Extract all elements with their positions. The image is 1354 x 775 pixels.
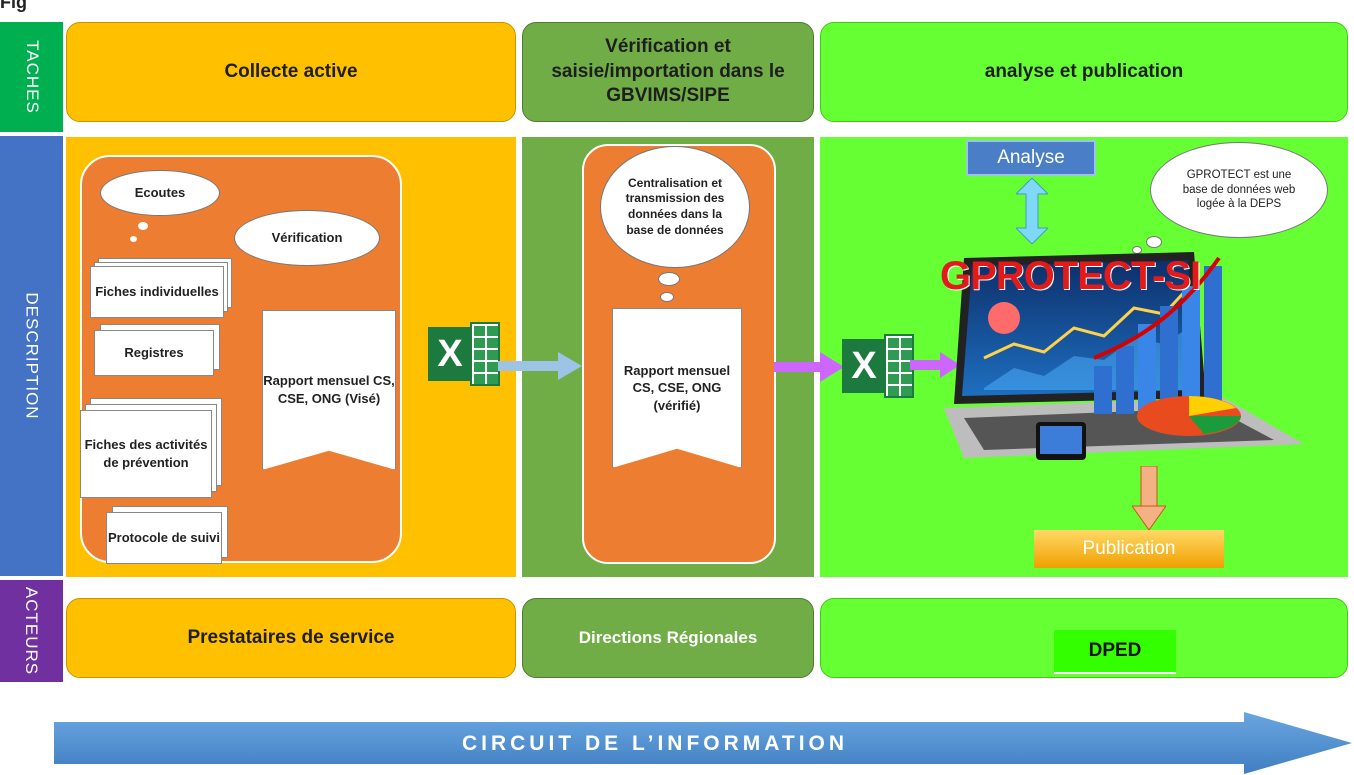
gprotect-si-brand: GPROTECT-SI	[940, 254, 1201, 298]
description-side-tab: DESCRIPTION	[0, 136, 63, 576]
excel-icon: X	[428, 322, 500, 386]
task-collect: Collecte active	[66, 22, 516, 122]
task-analysis: analyse et publication	[820, 22, 1348, 122]
verification-cloud: Vérification	[234, 210, 380, 266]
thought-dot	[138, 222, 148, 230]
actor-regional: Directions Régionales	[522, 598, 814, 678]
ecoutes-cloud: Ecoutes	[100, 170, 220, 216]
excel-grid-tile	[470, 322, 500, 386]
actors-side-tab: ACTEURS	[0, 580, 63, 682]
actor-providers: Prestataires de service	[66, 598, 516, 678]
excel-x-tile: X	[428, 327, 472, 381]
purple-arrow-icon	[774, 352, 844, 382]
down-arrow-icon	[1132, 466, 1166, 530]
thought-dot	[660, 292, 674, 302]
description-side-label: DESCRIPTION	[22, 292, 42, 420]
purple-arrow-icon	[910, 352, 960, 378]
task-verify: Vérification et saisie/importation dans …	[522, 22, 814, 122]
fiches-prevention-doc: Fiches des activités de prévention	[80, 410, 212, 498]
circuit-arrow-icon	[54, 712, 1352, 774]
tasks-side-label: TACHES	[22, 40, 42, 114]
circuit-label: CIRCUIT DE L’INFORMATION	[461, 732, 849, 755]
thought-dot	[658, 272, 680, 286]
analyse-box: Analyse	[966, 140, 1096, 176]
excel-x-tile: X	[842, 339, 886, 393]
double-arrow-icon	[1016, 178, 1048, 244]
protocole-doc: Protocole de suivi	[106, 512, 222, 564]
laptop-dashboard-icon	[944, 252, 1304, 460]
publication-box: Publication	[1034, 530, 1224, 568]
tasks-side-tab: TACHES	[0, 22, 63, 132]
rapport-vise-doc: Rapport mensuel CS, CSE, ONG (Visé)	[262, 310, 396, 470]
thought-dot	[1146, 236, 1162, 248]
actor-dped: DPED	[1054, 630, 1176, 674]
gprotect-info-cloud: GPROTECT est une base de données web log…	[1150, 142, 1328, 238]
excel-icon: X	[842, 334, 914, 398]
rapport-verifie-doc: Rapport mensuel CS, CSE, ONG (vérifié)	[612, 308, 742, 468]
actors-side-label: ACTEURS	[22, 586, 42, 676]
registres-doc: Registres	[94, 330, 214, 376]
figure-caption-fragment: Fig	[0, 0, 27, 12]
excel-grid-tile	[884, 334, 914, 398]
fiches-individuelles-doc: Fiches individuelles	[90, 266, 224, 318]
centralisation-cloud: Centralisation et transmission des donné…	[600, 146, 750, 268]
blue-arrow-icon	[498, 352, 582, 380]
thought-dot	[130, 236, 137, 242]
